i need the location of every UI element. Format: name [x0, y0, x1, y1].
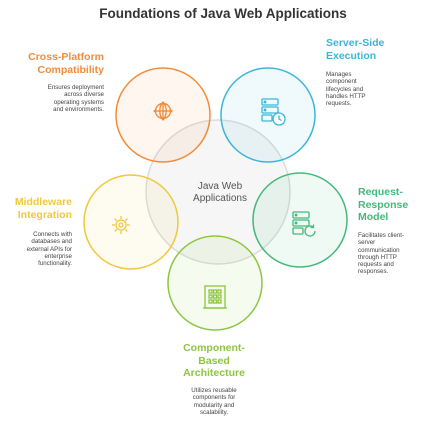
diagram-title: Foundations of Java Web Applications	[99, 6, 347, 21]
desc-middleware: Connects with databases and external API…	[26, 231, 72, 268]
circle-component-based	[167, 235, 263, 331]
circle-middleware	[83, 174, 179, 270]
desc-request-response: Facilitates client- server communication…	[358, 232, 405, 276]
desc-component-based: Utilizes reusable components for modular…	[191, 387, 237, 416]
building-icon	[203, 285, 227, 309]
label-component-based: Component- Based Architecture	[183, 342, 245, 379]
label-request-response: Request- Response Model	[358, 186, 409, 223]
server-clock-icon	[261, 98, 286, 126]
desc-cross-platform: Ensures deployment across diverse operat…	[47, 84, 104, 113]
center-label: Java Web Applications	[193, 181, 247, 204]
label-middleware: Middleware Integration	[14, 196, 72, 221]
server-refresh-icon	[292, 211, 316, 237]
globe-icon	[153, 101, 173, 121]
label-server-side: Server-Side Execution	[326, 37, 385, 62]
desc-server-side: Manages component lifecycles and handles…	[326, 71, 366, 108]
label-cross-platform: Cross-Platform Compatibility	[28, 51, 104, 76]
gears-icon	[112, 216, 130, 234]
